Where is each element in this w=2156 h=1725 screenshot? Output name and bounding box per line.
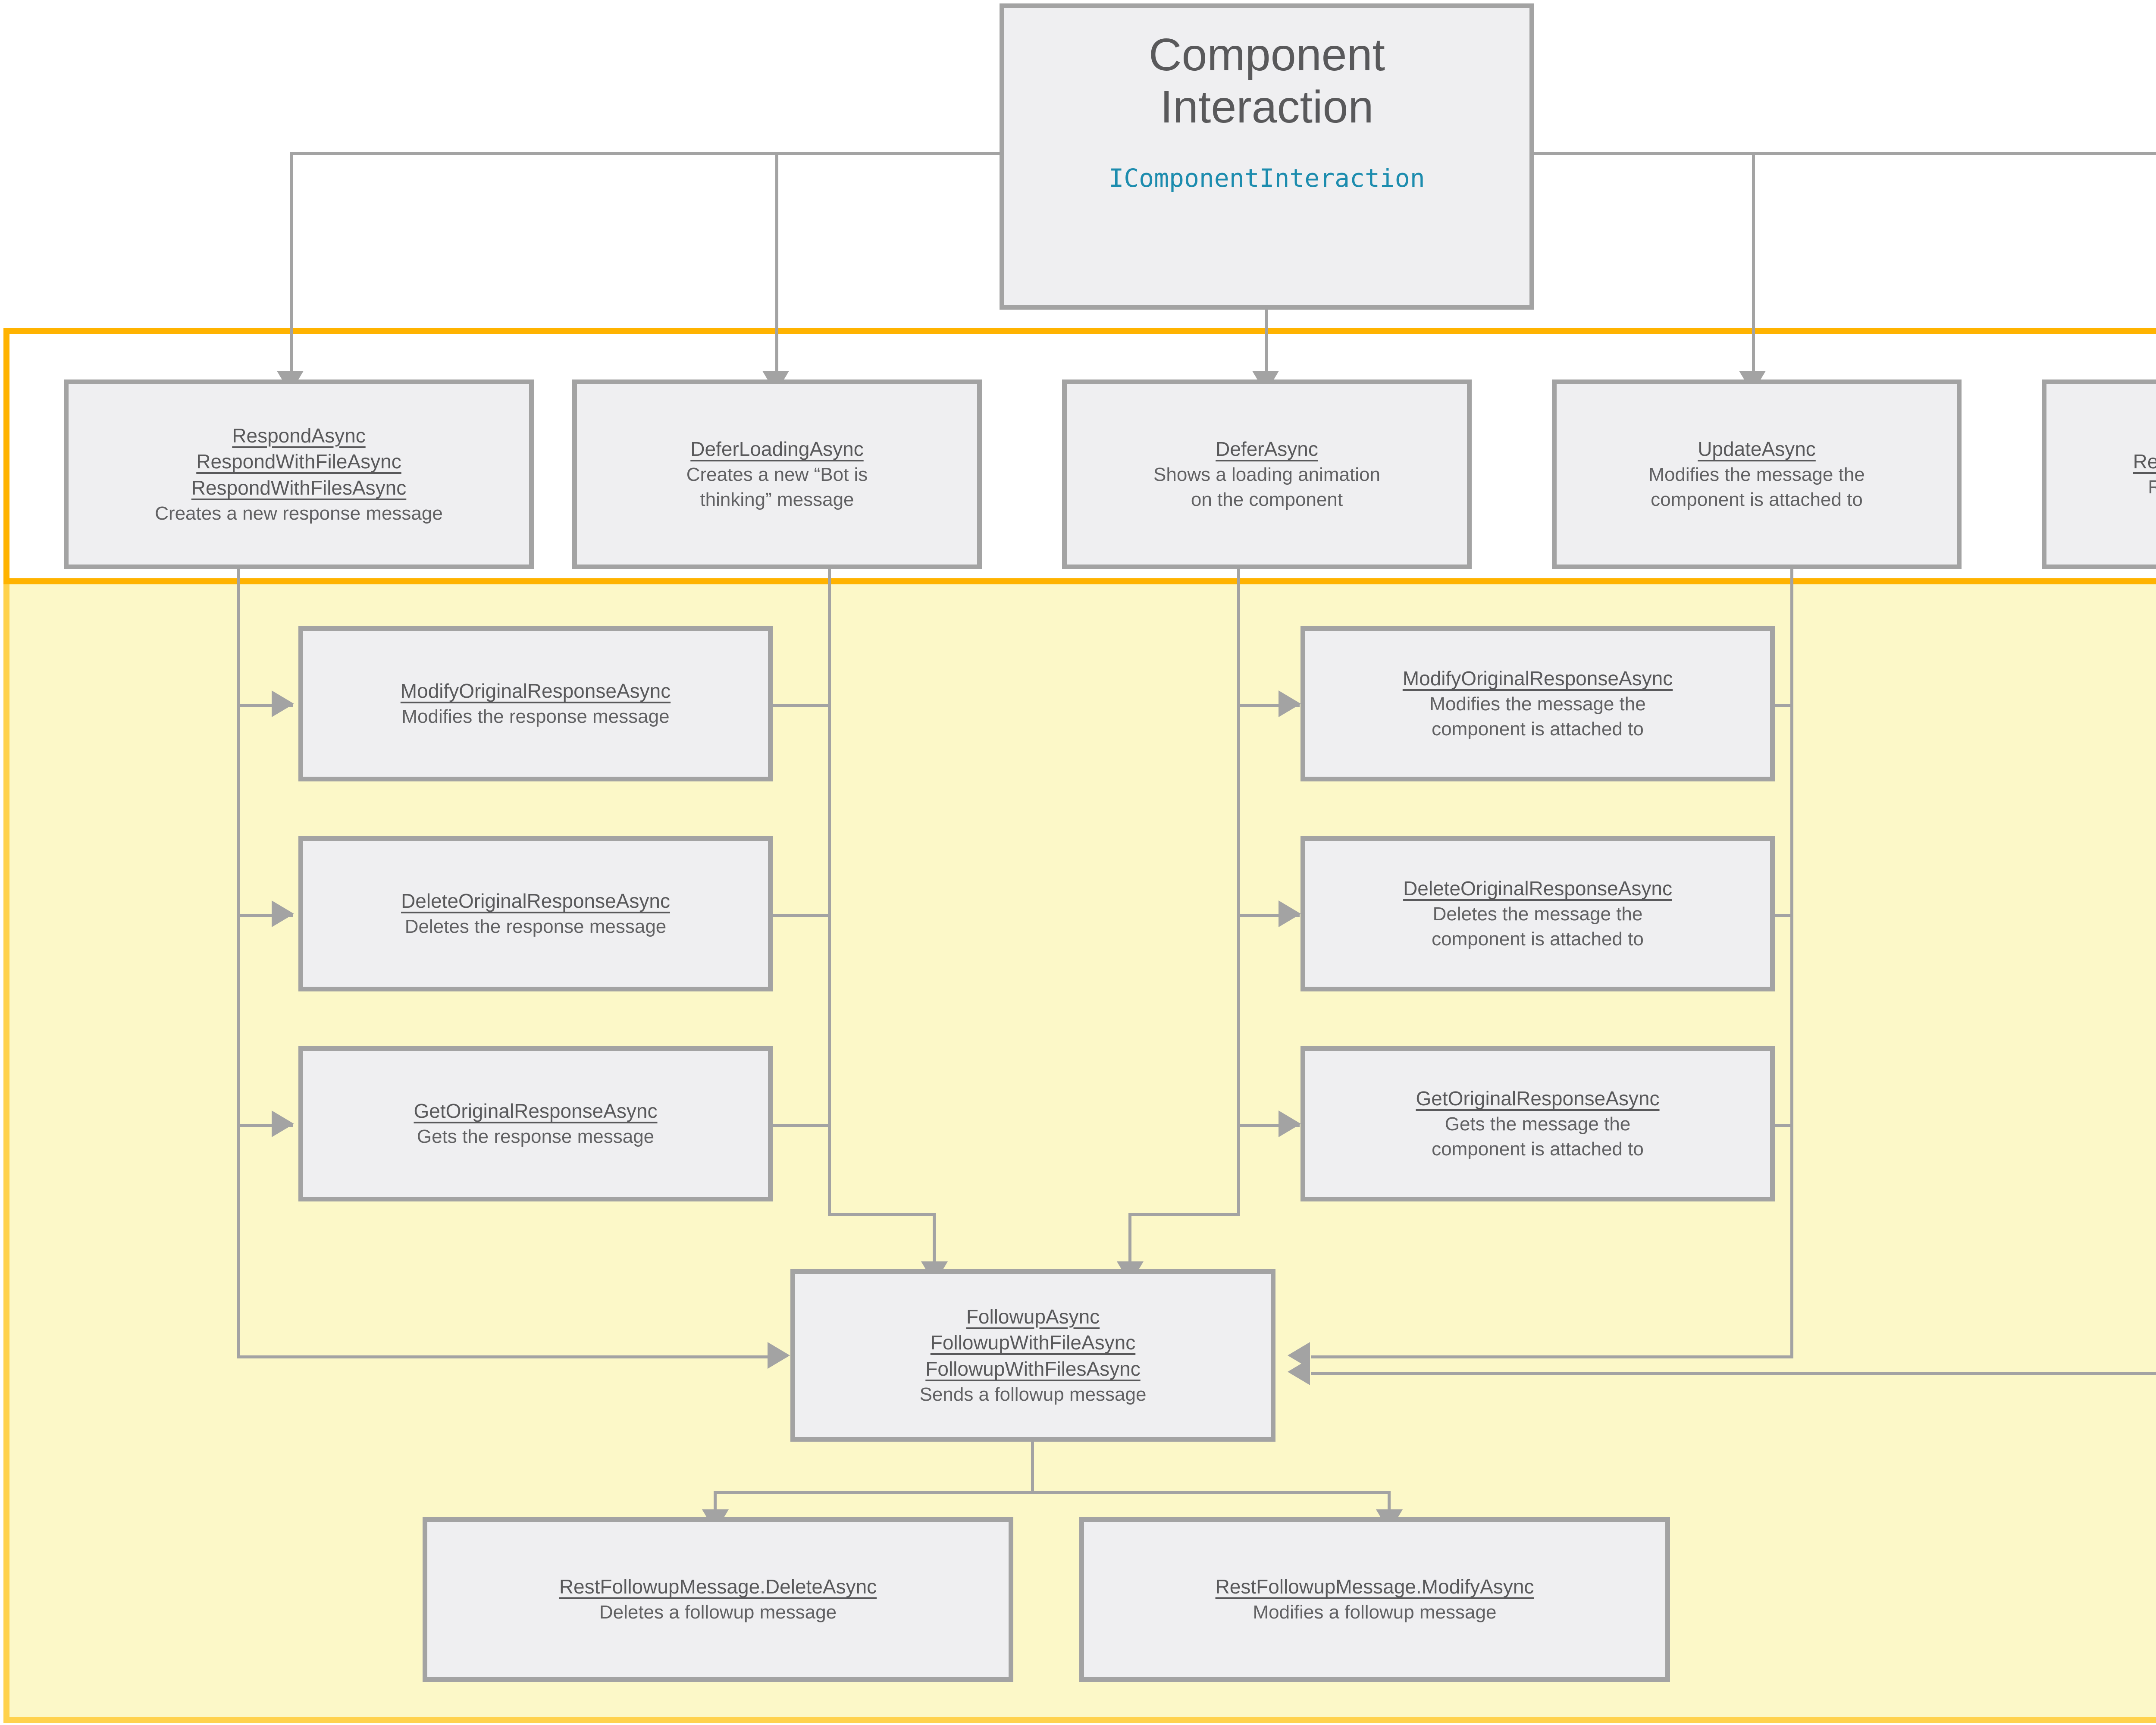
root-interface-name: IComponentInteraction (1109, 163, 1425, 193)
arrowhead-modify-left (272, 690, 294, 717)
node-delete-original-response-left[interactable]: DeleteOriginalResponseAsync Deletes the … (298, 836, 773, 991)
signature: ModifyOriginalResponseAsync (400, 680, 671, 703)
connector-defer-to-modify-mid (1237, 704, 1300, 707)
signature: RestFollowupMessage.ModifyAsync (1215, 1575, 1534, 1598)
description: Modifies the response message (401, 706, 670, 728)
description: Creates a new response message (155, 502, 443, 524)
connector-defer-loading-drop (933, 1213, 936, 1269)
signature: RespondWithFilesAsync (191, 477, 407, 499)
node-get-original-response-mid[interactable]: GetOriginalResponseAsync Gets the messag… (1300, 1046, 1775, 1201)
node-respond-with-modal-async[interactable]: RespondWithModalAsync Responds with a mo… (2042, 380, 2156, 569)
node-modify-original-response-mid[interactable]: ModifyOriginalResponseAsync Modifies the… (1300, 626, 1775, 781)
connector-respond-trunk (237, 565, 240, 1358)
connector-followup-to-rest-delete (714, 1491, 717, 1517)
node-followup-async[interactable]: FollowupAsync FollowupWithFileAsync Foll… (790, 1269, 1275, 1442)
node-respond-async[interactable]: RespondAsync RespondWithFileAsync Respon… (64, 380, 534, 569)
description: Deletes the message the component is att… (1432, 903, 1644, 950)
connector-respond-to-followup (237, 1355, 776, 1358)
signature: RestFollowupMessage.DeleteAsync (559, 1575, 877, 1598)
connector-followup-drop (1031, 1440, 1034, 1494)
signature: GetOriginalResponseAsync (414, 1100, 658, 1123)
connector-respond-to-get-left (237, 1124, 293, 1127)
node-delete-original-response-mid[interactable]: DeleteOriginalResponseAsync Deletes the … (1300, 836, 1775, 991)
description: Modifies a followup message (1253, 1602, 1497, 1623)
signature: RespondAsync (232, 424, 366, 447)
arrowhead-followup-from-respond-modal (1288, 1358, 1310, 1385)
description: Gets the response message (417, 1126, 655, 1148)
description: Gets the message the component is attach… (1432, 1113, 1644, 1160)
signature: FollowupAsync (966, 1305, 1100, 1328)
node-get-original-response-left[interactable]: GetOriginalResponseAsync Gets the respon… (298, 1046, 773, 1201)
connector-root-to-respond (290, 152, 293, 381)
signature: GetOriginalResponseAsync (1416, 1087, 1660, 1110)
node-update-async[interactable]: UpdateAsync Modifies the message the com… (1552, 380, 1962, 569)
description: Modifies the message the component is at… (1648, 464, 1865, 511)
description: Responds with a modal (2148, 477, 2156, 498)
node-rest-followup-modify-async[interactable]: RestFollowupMessage.ModifyAsync Modifies… (1079, 1517, 1670, 1682)
arrowhead-followup-from-respond (768, 1342, 790, 1369)
node-modify-original-response-left[interactable]: ModifyOriginalResponseAsync Modifies the… (298, 626, 773, 781)
connector-defer-loading-elbow (828, 1213, 936, 1216)
signature: RespondWithFileAsync (196, 450, 401, 473)
description: Deletes a followup message (599, 1602, 837, 1623)
signature: FollowupWithFilesAsync (925, 1358, 1141, 1380)
connector-defer-trunk (1237, 565, 1240, 1216)
connector-root-right-horizontal (1532, 152, 2156, 155)
arrowhead-get-mid (1279, 1110, 1301, 1137)
signature: DeleteOriginalResponseAsync (401, 890, 670, 913)
signature: RespondWithModalAsync (2133, 450, 2156, 473)
connector-root-left-horizontal (290, 152, 1001, 155)
connector-followup-split (714, 1491, 1391, 1494)
signature: DeferLoadingAsync (690, 438, 864, 461)
arrowhead-get-left (272, 1110, 294, 1137)
arrowhead-modify-mid (1279, 690, 1301, 717)
node-rest-followup-delete-async[interactable]: RestFollowupMessage.DeleteAsync Deletes … (423, 1517, 1013, 1682)
arrowhead-delete-mid (1279, 900, 1301, 927)
arrowhead-delete-left (272, 900, 294, 927)
connector-defer-loading-trunk (828, 565, 831, 1216)
connector-root-to-update (1752, 152, 1755, 381)
root-node-component-interaction[interactable]: Component Interaction IComponentInteract… (1000, 3, 1534, 310)
root-title: Component Interaction (1148, 29, 1385, 132)
connector-respond-to-modify-left (237, 704, 293, 707)
signature: DeferAsync (1216, 438, 1318, 461)
description: Creates a new “Bot is thinking” message (686, 464, 868, 511)
connector-update-to-followup (1311, 1355, 1793, 1358)
signature: DeleteOriginalResponseAsync (1403, 877, 1672, 900)
connector-respond-modal-to-followup (1311, 1372, 2156, 1375)
node-defer-loading-async[interactable]: DeferLoadingAsync Creates a new “Bot is … (572, 380, 982, 569)
signature: UpdateAsync (1698, 438, 1816, 461)
connector-defer-loading-to-delete-left (772, 914, 831, 917)
connector-respond-to-delete-left (237, 914, 293, 917)
description: Sends a followup message (919, 1383, 1147, 1405)
node-defer-async[interactable]: DeferAsync Shows a loading animation on … (1062, 380, 1472, 569)
connector-root-to-defer (1265, 310, 1268, 381)
description: Modifies the message the component is at… (1429, 693, 1646, 740)
description: Shows a loading animation on the compone… (1153, 464, 1380, 511)
connector-defer-drop (1128, 1213, 1131, 1269)
connector-followup-to-rest-modify (1388, 1491, 1391, 1517)
connector-defer-to-get-mid (1237, 1124, 1300, 1127)
connector-defer-loading-to-modify-left (772, 704, 831, 707)
description: Deletes the response message (404, 916, 667, 938)
signature: ModifyOriginalResponseAsync (1402, 667, 1673, 690)
connector-defer-elbow (1128, 1213, 1238, 1216)
connector-root-to-defer-loading (775, 152, 778, 381)
connector-defer-loading-to-get-left (772, 1124, 831, 1127)
connector-update-trunk (1790, 565, 1793, 1358)
signature: FollowupWithFileAsync (930, 1331, 1136, 1354)
connector-defer-to-delete-mid (1237, 914, 1300, 917)
